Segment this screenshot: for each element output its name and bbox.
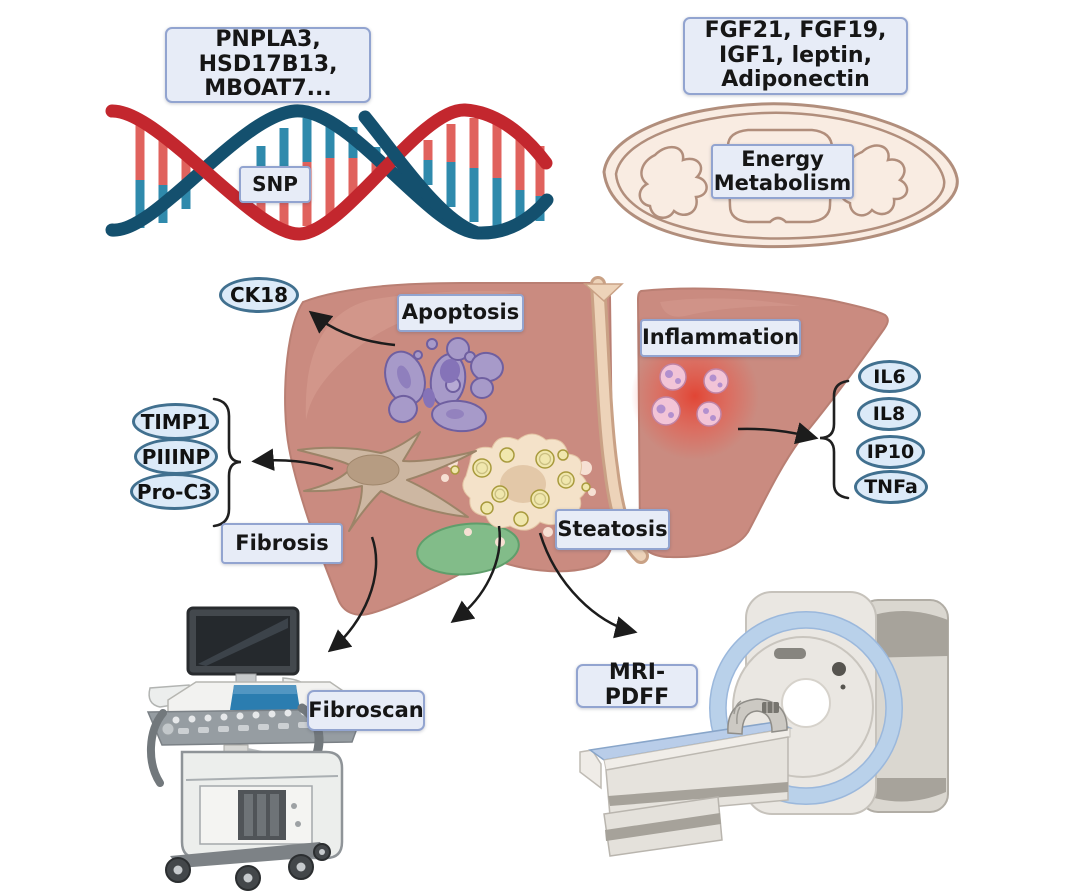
arrow-to-mri <box>538 532 638 639</box>
liver-illustration <box>284 276 889 616</box>
il8-marker-oval: IL8 <box>857 397 921 431</box>
fibroscan-machine <box>146 606 366 891</box>
dna-strand-blue-cross <box>358 110 482 239</box>
arrows <box>251 310 819 653</box>
dna-strand-blue <box>105 104 554 240</box>
liver-highlight <box>305 291 520 420</box>
braces <box>212 379 850 528</box>
mri-machine <box>579 591 949 857</box>
mri-ring <box>710 612 902 804</box>
tnfa-marker-oval: TNFa <box>854 470 928 504</box>
inflammation-label: Inflammation <box>640 319 801 357</box>
apoptosis-label: Apoptosis <box>397 294 524 332</box>
gallbladder <box>416 522 520 576</box>
ck18-marker-oval: CK18 <box>219 277 299 313</box>
fat-droplets <box>450 447 591 527</box>
hormones-label: FGF21, FGF19, IGF1, leptin, Adiponectin <box>683 17 908 95</box>
mri-pdff-label: MRI-PDFF <box>576 661 698 710</box>
apoptosis-cell-nuclei <box>397 359 464 419</box>
liver-highlight-right <box>660 298 800 317</box>
inflammation-spot <box>631 332 759 460</box>
fibroscan-label: Fibroscan <box>307 690 425 731</box>
apoptosis-cells <box>384 337 504 433</box>
mri-head-coil <box>727 698 788 735</box>
arrow-to-ck18 <box>308 310 396 347</box>
piiinp-marker-oval: PIIINP <box>134 438 218 475</box>
arrow-to-fibrosis-markers <box>251 448 334 471</box>
genes-label: PNPLA3, HSD17B13, MBOAT7... <box>165 27 371 103</box>
il6-marker-oval: IL6 <box>858 360 921 393</box>
fibroscan-wheels <box>165 843 331 891</box>
energy-metabolism-label: Energy Metabolism <box>711 144 854 199</box>
mri-table <box>579 721 793 857</box>
ip10-marker-oval: IP10 <box>856 435 925 469</box>
left-brace <box>212 397 242 528</box>
pro-c3-marker-oval: Pro-C3 <box>130 473 219 510</box>
right-brace <box>819 379 850 500</box>
fibrosis-label: Fibrosis <box>221 523 343 564</box>
stellate-cell <box>297 431 477 532</box>
arrow-down-center <box>450 525 502 624</box>
dna-strand-red <box>105 103 553 241</box>
timp1-marker-oval: TIMP1 <box>132 403 219 440</box>
arrow-to-inflammation-markers <box>737 422 819 445</box>
steatosis-label: Steatosis <box>555 509 670 550</box>
mri-bore <box>781 678 831 728</box>
snp-label: SNP <box>239 166 311 203</box>
crista-left <box>638 145 708 219</box>
dna-helix-illustration <box>105 103 554 241</box>
arrow-to-fibroscan <box>327 536 378 653</box>
ligament-fork <box>583 283 624 303</box>
